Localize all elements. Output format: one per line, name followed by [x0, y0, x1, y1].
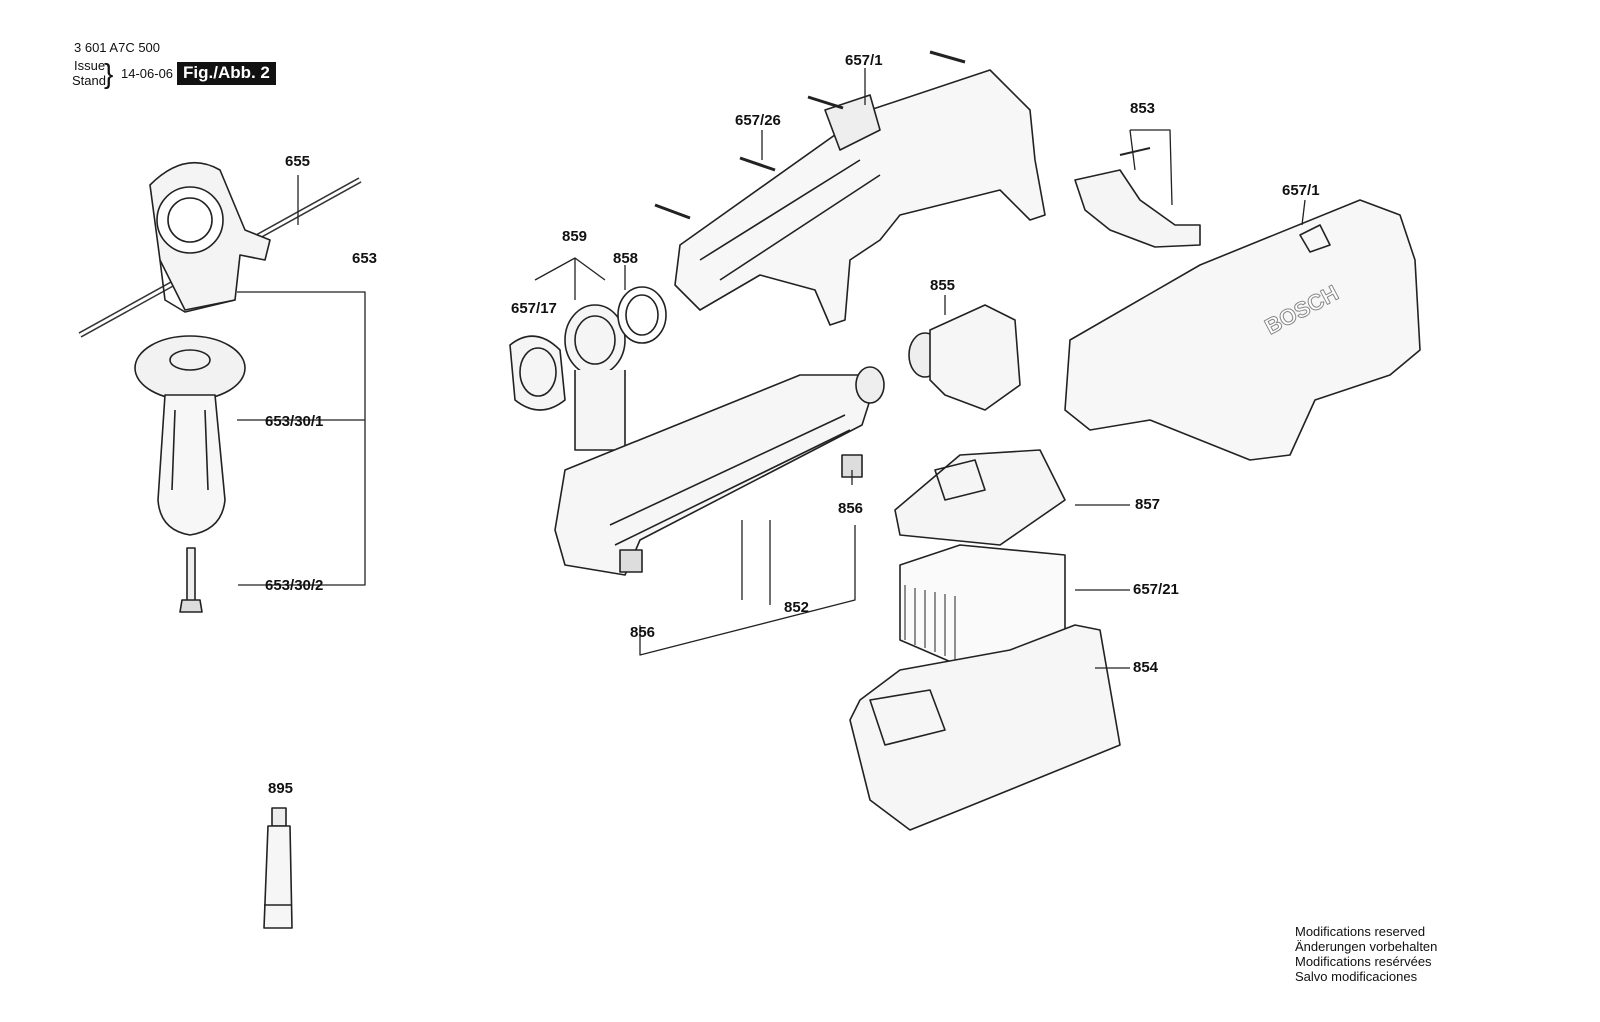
callout-657-26: 657/26	[735, 112, 781, 129]
callout-856-upper: 856	[838, 500, 864, 517]
part-653-30-1-handle	[134, 335, 246, 536]
part-657-1-upper-housing	[674, 69, 1046, 326]
callout-657-21: 657/21	[1133, 581, 1179, 598]
part-653-30-2-screw	[179, 547, 203, 613]
callout-857: 857	[1135, 496, 1161, 513]
callout-854: 854	[1133, 659, 1159, 676]
part-855-adapter	[908, 304, 1021, 411]
part-number: 3 601 A7C 500	[74, 40, 161, 55]
callout-859: 859	[562, 228, 588, 245]
callout-657-17: 657/17	[511, 300, 557, 317]
modifications-line: Änderungen vorbehalten	[1295, 939, 1438, 954]
date-label: 14-06-06	[121, 66, 174, 81]
callout-655: 655	[285, 153, 311, 170]
modifications-line: Salvo modificaciones	[1295, 969, 1418, 984]
stand-label: Stand	[72, 73, 106, 88]
figure-badge: Fig./Abb. 2	[177, 62, 276, 85]
modifications-note: Modifications reserved Änderungen vorbeh…	[1295, 924, 1437, 984]
part-655-depth-stop	[78, 162, 362, 338]
callout-653-30-1: 653/30/1	[265, 413, 324, 430]
part-857-cover	[894, 449, 1066, 546]
callout-657-1-top: 657/1	[845, 52, 883, 69]
callout-653-30-2: 653/30/2	[265, 577, 324, 594]
callout-853: 853	[1130, 100, 1156, 117]
part-852-telescope-tube	[554, 366, 885, 576]
callout-657-1-right: 657/1	[1282, 182, 1320, 199]
callout-856-lower: 856	[630, 624, 656, 641]
modifications-line: Modifications resérvées	[1295, 954, 1432, 969]
part-657-1-shell-housing	[1064, 199, 1421, 461]
housing-screws	[654, 50, 966, 220]
issue-label: Issue	[74, 58, 106, 73]
modifications-line: Modifications reserved	[1295, 924, 1426, 939]
leader-lines	[297, 68, 1306, 669]
part-858-filter-disc	[617, 286, 667, 344]
part-657-17-seal	[509, 335, 566, 411]
part-895-grease-tube	[263, 807, 293, 929]
callout-855: 855	[930, 277, 956, 294]
callout-852: 852	[784, 599, 810, 616]
part-853-latch	[1074, 147, 1201, 248]
brace-glyph: }	[104, 58, 114, 89]
callout-895: 895	[268, 780, 294, 797]
part-859-adapter	[564, 304, 626, 451]
callout-653: 653	[352, 250, 378, 267]
part-854-dust-box	[849, 624, 1121, 831]
callout-858: 858	[613, 250, 639, 267]
